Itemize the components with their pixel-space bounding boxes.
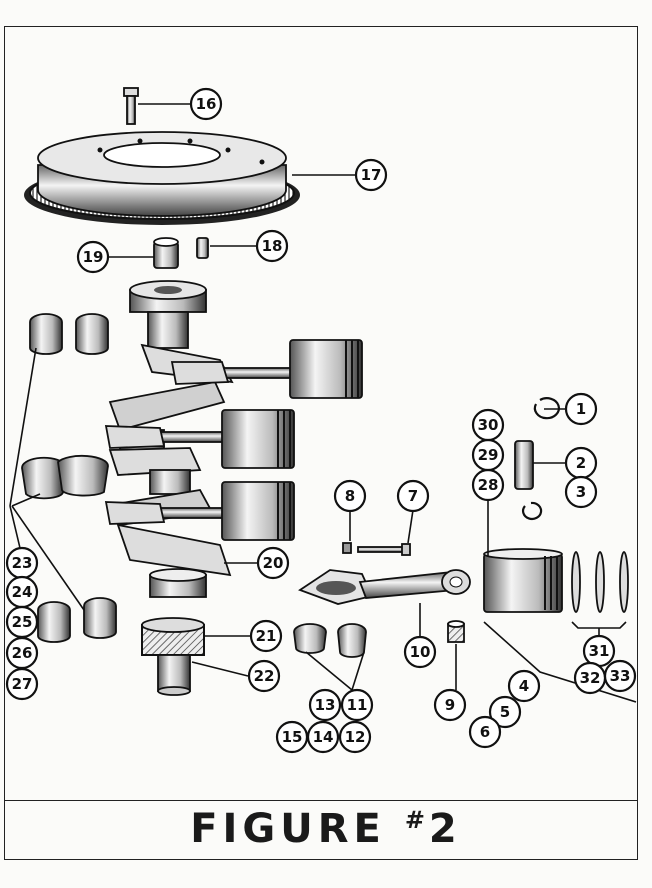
rod-nut [342, 542, 352, 554]
callout-26: 26 [5, 636, 39, 670]
callout-16: 16 [189, 87, 223, 121]
crankshaft [108, 280, 234, 696]
svg-text:18: 18 [262, 237, 283, 255]
callout-13: 13 [308, 688, 342, 722]
svg-text:28: 28 [478, 476, 499, 494]
svg-text:19: 19 [83, 248, 104, 266]
piston-pin-retainer-top [533, 397, 560, 420]
caption-number: 2 [428, 806, 462, 852]
caption-box [4, 800, 638, 860]
callout-15: 15 [275, 720, 309, 754]
piston-rings [571, 551, 629, 613]
svg-text:3: 3 [576, 483, 586, 501]
svg-text:5: 5 [500, 703, 510, 721]
callout-20: 20 [256, 546, 290, 580]
callout-32: 32 [573, 661, 607, 695]
svg-text:26: 26 [12, 644, 33, 662]
svg-text:24: 24 [12, 583, 33, 601]
callout-11: 11 [340, 688, 374, 722]
callout-8: 8 [333, 479, 367, 513]
callout-23: 23 [5, 546, 39, 580]
callout-1: 1 [564, 392, 598, 426]
svg-text:10: 10 [410, 643, 431, 661]
callout-12: 12 [338, 720, 372, 754]
main-bearing-upper-pair [29, 313, 109, 355]
svg-text:29: 29 [478, 446, 499, 464]
callout-6: 6 [468, 715, 502, 749]
callout-18: 18 [255, 229, 289, 263]
callout-10: 10 [403, 635, 437, 669]
small-bushing [196, 237, 209, 259]
svg-text:15: 15 [282, 728, 303, 746]
svg-text:22: 22 [254, 667, 275, 685]
callout-31: 31 [582, 634, 616, 668]
callout-19: 19 [76, 240, 110, 274]
rod-bushing [447, 620, 465, 643]
piston-pin [514, 440, 534, 490]
svg-text:1: 1 [576, 400, 586, 418]
assembled-piston-3 [221, 481, 295, 541]
piston [483, 548, 563, 613]
callout-22: 22 [247, 659, 281, 693]
main-bearing-flanged-pair [21, 454, 109, 500]
assembled-piston-1 [289, 339, 363, 399]
callout-29: 29 [471, 438, 505, 472]
callout-4: 4 [507, 669, 541, 703]
callout-2: 2 [564, 446, 598, 480]
svg-text:27: 27 [12, 675, 33, 693]
assembled-rod-2 [104, 425, 231, 449]
rod-bolt [357, 543, 411, 556]
callout-25: 25 [5, 605, 39, 639]
connecting-rod [298, 569, 471, 605]
assembled-piston-2 [221, 409, 295, 469]
callout-27: 27 [5, 667, 39, 701]
svg-text:33: 33 [610, 667, 631, 685]
callout-24: 24 [5, 575, 39, 609]
callout-9: 9 [433, 688, 467, 722]
svg-text:20: 20 [263, 554, 284, 572]
svg-text:13: 13 [315, 696, 336, 714]
caption-hash: # [404, 806, 425, 834]
figure-frame [4, 26, 638, 860]
svg-text:23: 23 [12, 554, 33, 572]
flywheel [24, 131, 300, 225]
svg-text:30: 30 [478, 416, 499, 434]
svg-text:9: 9 [445, 696, 455, 714]
svg-text:14: 14 [313, 728, 334, 746]
piston-pin-retainer-bottom [522, 501, 543, 521]
svg-text:31: 31 [589, 642, 610, 660]
callout-33: 33 [603, 659, 637, 693]
callout-7: 7 [396, 479, 430, 513]
svg-text:2: 2 [576, 454, 586, 472]
callout-30: 30 [471, 408, 505, 442]
callout-21: 21 [249, 619, 283, 653]
callout-17: 17 [354, 158, 388, 192]
svg-text:6: 6 [480, 723, 490, 741]
caption-word: FIGURE [190, 806, 386, 852]
figure-caption: FIGURE #2 [0, 806, 652, 852]
svg-text:4: 4 [519, 677, 529, 695]
svg-text:7: 7 [408, 487, 418, 505]
svg-text:11: 11 [347, 696, 368, 714]
callout-14: 14 [306, 720, 340, 754]
svg-text:25: 25 [12, 613, 33, 631]
svg-text:8: 8 [345, 487, 355, 505]
rod-bearing-shells [293, 623, 367, 658]
assembled-rod-1 [170, 361, 299, 385]
pilot-bushing [153, 237, 179, 269]
svg-text:16: 16 [196, 95, 217, 113]
svg-text:21: 21 [256, 627, 277, 645]
svg-text:32: 32 [580, 669, 601, 687]
main-bearing-lower-pair [37, 597, 117, 643]
callout-3: 3 [564, 475, 598, 509]
svg-text:17: 17 [361, 166, 382, 184]
flywheel-bolt [123, 87, 139, 125]
svg-text:12: 12 [345, 728, 366, 746]
callout-5: 5 [488, 695, 522, 729]
callout-28: 28 [471, 468, 505, 502]
